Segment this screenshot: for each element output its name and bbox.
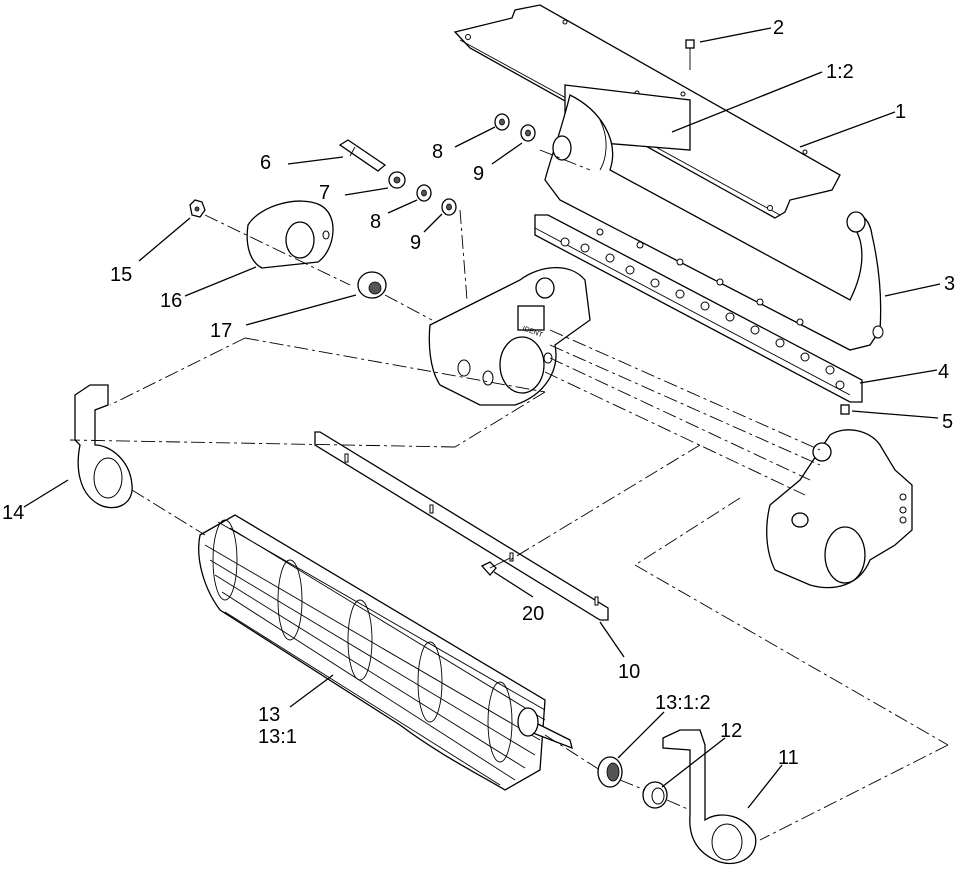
callout-13-1: 13:1 [258,726,297,748]
part-2-bolt [685,39,695,70]
callout-13-1-2: 13:1:2 [655,692,711,714]
part-5-screw [840,404,850,415]
part-16-cap [246,200,334,269]
part-17-nut [357,271,387,299]
callout-13: 13 [258,704,281,726]
part-3-shield [544,94,884,351]
callout-1-2: 1:2 [826,61,854,83]
callout-4: 4 [938,361,950,383]
left-side-plate: IDENT [428,267,591,406]
callout-14: 14 [2,502,25,524]
part-8-washer-lower [416,184,432,202]
callout-8-upper: 8 [432,141,444,163]
callout-9-upper: 9 [473,163,485,185]
callout-5: 5 [942,411,954,433]
part-15-nut [189,199,206,218]
part-14-bracket [74,384,133,509]
callout-8-lower: 8 [370,211,382,233]
part-6-pin [338,139,387,172]
callout-6: 6 [260,152,272,174]
callout-9-lower: 9 [410,232,422,254]
leader-lines [23,27,941,809]
callout-7: 7 [319,182,331,204]
part-13-reel [198,514,573,791]
part-8-washer-upper [494,113,510,131]
callout-12: 12 [720,720,743,742]
part-9-washer-upper [520,124,536,142]
part-12-seal [642,781,668,809]
part-20-screw [480,557,511,576]
callout-10: 10 [618,661,641,683]
callout-11: 11 [778,747,799,769]
part-13-1-2-bearing [597,756,623,788]
right-side-plate [766,429,913,589]
callout-1: 1 [895,101,907,123]
callout-2: 2 [773,17,785,39]
part-4-bar [534,214,863,403]
part-10-strip [314,431,609,621]
callout-20: 20 [522,603,545,625]
part-9-washer-lower [441,198,457,216]
callout-17: 17 [210,320,233,342]
part-7-bushing [388,171,406,189]
callout-16: 16 [160,290,183,312]
callout-15: 15 [110,264,133,286]
callout-3: 3 [944,273,956,295]
bar-holes [560,228,845,390]
part-11-bracket [662,729,757,864]
assembly-lines [69,149,949,841]
